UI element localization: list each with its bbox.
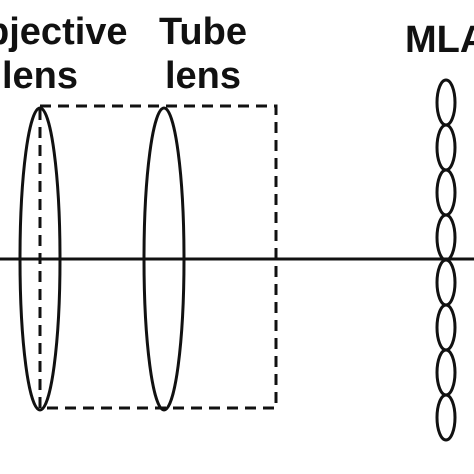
mla-lenslet <box>435 78 457 127</box>
mla-label: MLA <box>405 19 474 61</box>
objective-lens-label-line1: Objective <box>0 11 128 53</box>
mla-lenslet <box>435 213 457 262</box>
mla-lenslet <box>435 393 457 442</box>
mla-lenslet <box>435 168 457 217</box>
mla-lenslet <box>435 303 457 352</box>
microlens-array <box>435 78 457 442</box>
mla-lenslet <box>435 123 457 172</box>
infinity-space-dashed-box <box>38 104 278 410</box>
mla-lenslet <box>435 348 457 397</box>
tube-lens-label-line2: lens <box>165 55 241 97</box>
mla-lenslet <box>435 258 457 307</box>
tube-lens-label-line1: Tube <box>159 11 247 53</box>
tube-lens <box>142 106 186 412</box>
objective-lens <box>18 106 62 412</box>
objective-lens-label-line2: lens <box>2 55 78 97</box>
